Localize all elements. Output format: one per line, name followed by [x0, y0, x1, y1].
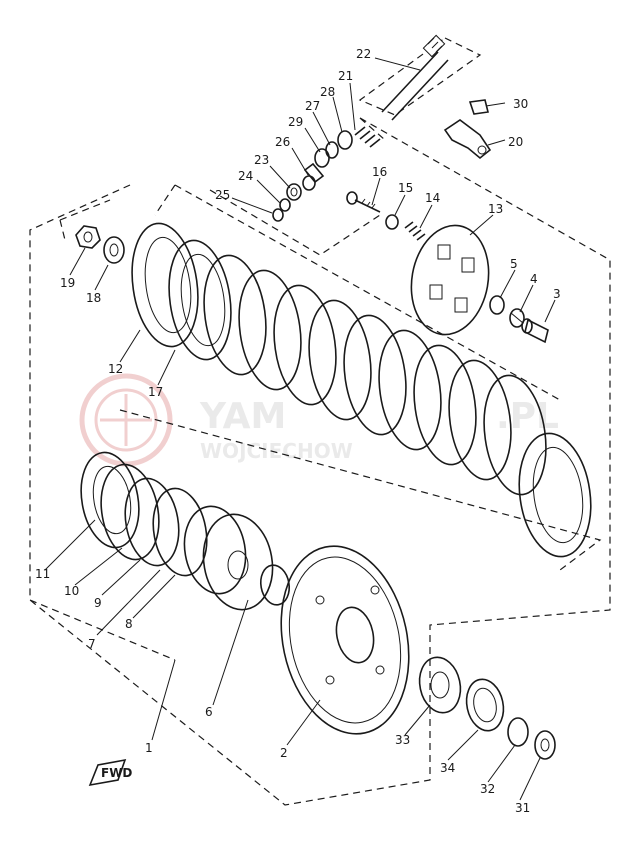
callout-3[interactable]: 3 [553, 287, 561, 301]
washer-31 [534, 730, 556, 760]
callout-23[interactable]: 23 [254, 153, 269, 167]
push-rod-assembly [272, 34, 492, 222]
bearing-33 [418, 656, 462, 714]
nut-23 [286, 183, 302, 201]
callout-24[interactable]: 24 [238, 169, 253, 183]
plate-10 [100, 463, 160, 561]
spring-21 [354, 126, 381, 148]
callout-34[interactable]: 34 [440, 761, 455, 775]
callout-26[interactable]: 26 [275, 135, 290, 149]
clutch-boss-7 [183, 505, 274, 611]
clutch-housing-2 [280, 545, 410, 735]
washer-27 [325, 141, 339, 159]
callout-14[interactable]: 14 [425, 191, 440, 205]
callout-16[interactable]: 16 [372, 165, 387, 179]
callout-4[interactable]: 4 [530, 272, 538, 286]
bolt-30 [468, 99, 489, 115]
callout-10[interactable]: 10 [64, 584, 79, 598]
callout-22[interactable]: 22 [356, 47, 371, 61]
callout-30[interactable]: 30 [513, 97, 528, 111]
callout-13[interactable]: 13 [488, 202, 503, 216]
watermark-text-sub: WOJCIECHOW [200, 439, 353, 463]
needle-bearing-34 [465, 678, 505, 732]
watermark-text-tail: .PL [496, 396, 559, 437]
fwd-label: FWD [101, 766, 132, 780]
pressure-plate-group [346, 191, 549, 344]
callout-28[interactable]: 28 [320, 85, 335, 99]
callout-12[interactable]: 12 [108, 362, 123, 376]
clutch-plate-17 [168, 239, 232, 361]
lower-plates [80, 451, 291, 611]
callout-31[interactable]: 31 [515, 801, 530, 815]
pressure-plate-13 [410, 224, 490, 336]
callout-2[interactable]: 2 [280, 746, 288, 760]
leader-lines [44, 57, 556, 801]
bushing-26 [302, 162, 325, 191]
fwd-arrow-icon: FWD [88, 758, 132, 787]
part-callouts: 1 2 3 4 5 6 7 8 9 10 11 12 13 14 15 16 1… [35, 47, 561, 815]
callout-21[interactable]: 21 [338, 69, 353, 83]
callout-11[interactable]: 11 [35, 567, 50, 581]
callout-33[interactable]: 33 [395, 733, 410, 747]
wire-ring-8 [152, 487, 208, 577]
screw-24 [279, 198, 291, 212]
callout-6[interactable]: 6 [205, 705, 213, 719]
bolt-16 [346, 191, 381, 213]
callout-1[interactable]: 1 [145, 741, 153, 755]
clutch-spring-14 [404, 221, 426, 241]
callout-27[interactable]: 27 [305, 99, 320, 113]
push-rod-22 [381, 34, 449, 121]
callout-7[interactable]: 7 [88, 637, 96, 651]
watermark-text-main: YAM [199, 396, 286, 437]
spring-washer-4 [509, 308, 525, 328]
friction-plate-12 [131, 222, 199, 348]
nut-19 [75, 225, 101, 249]
callout-25[interactable]: 25 [215, 188, 230, 202]
plate-9 [124, 477, 180, 567]
spacer-32 [507, 717, 529, 747]
collar-29 [314, 148, 330, 168]
washer-25 [272, 208, 284, 222]
lever-20 [443, 119, 492, 160]
lock-washer-18 [103, 236, 125, 264]
callout-18[interactable]: 18 [86, 291, 101, 305]
washer-5 [489, 295, 505, 315]
bolt-3 [521, 318, 549, 344]
callout-17[interactable]: 17 [148, 385, 163, 399]
assembly-boundary-lines [29, 37, 611, 806]
callout-8[interactable]: 8 [125, 617, 133, 631]
callout-19[interactable]: 19 [60, 276, 75, 290]
callout-20[interactable]: 20 [508, 135, 523, 149]
bearing-28 [337, 130, 353, 150]
plate-11 [80, 451, 140, 549]
plate-stack [131, 222, 592, 558]
callout-15[interactable]: 15 [398, 181, 413, 195]
bearing-group [418, 656, 556, 760]
washer-15 [385, 214, 399, 230]
callout-5[interactable]: 5 [510, 257, 518, 271]
callout-29[interactable]: 29 [288, 115, 303, 129]
callout-32[interactable]: 32 [480, 782, 495, 796]
callout-9[interactable]: 9 [94, 596, 102, 610]
watermark: YAM .PL WOJCIECHOW [79, 373, 559, 467]
